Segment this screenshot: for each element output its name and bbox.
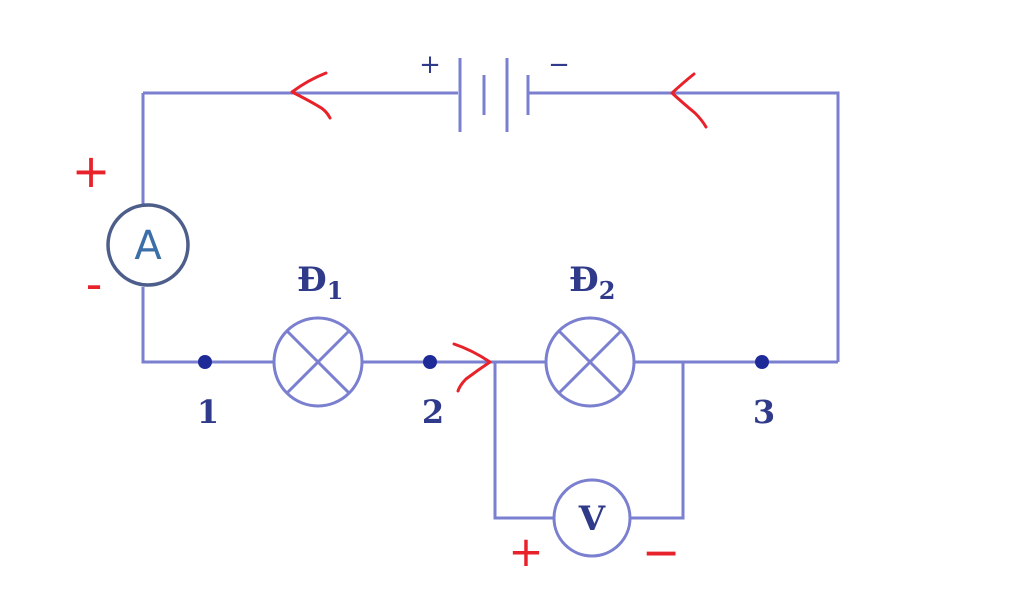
voltmeter-circle [552, 478, 632, 558]
ammeter-circle [106, 203, 190, 287]
voltmeter: V [552, 478, 632, 558]
lamp-2-label: Đ2 [569, 260, 615, 305]
current-arrow-top-right [670, 72, 708, 129]
voltmeter-minus-annotation: − [642, 525, 681, 579]
current-arrow-top-left [290, 71, 332, 120]
lamp-1: Đ1 [272, 260, 364, 408]
wire-voltmeter-branch-left [493, 362, 554, 520]
nodes: 1 2 3 [197, 355, 775, 431]
lamp-2: Đ2 [544, 260, 636, 408]
wire-voltmeter-branch-right [630, 362, 685, 520]
handwritten-annotations: + - + − [72, 71, 708, 579]
wire-left-lower [141, 287, 275, 364]
wire-top-right [528, 91, 840, 362]
node-3-dot [755, 355, 769, 369]
current-arrow-middle [452, 342, 492, 393]
node-1-label: 1 [197, 393, 219, 431]
voltmeter-letter: V [578, 499, 606, 539]
battery-minus-label: − [548, 50, 570, 80]
node-2-label: 2 [422, 393, 444, 431]
lamp-2-cross-b [557, 329, 623, 395]
ammeter-minus-annotation: - [86, 257, 103, 311]
lamp-1-cross-b [285, 329, 351, 395]
lamp-1-label: Đ1 [297, 260, 343, 305]
voltmeter-plus-annotation: + [508, 527, 543, 576]
node-1-dot [198, 355, 212, 369]
node-3-label: 3 [753, 393, 775, 431]
ammeter: A [106, 203, 190, 287]
battery-plus-label: + [419, 50, 441, 80]
battery: + − [419, 50, 570, 132]
node-2-dot [423, 355, 437, 369]
ammeter-plus-annotation: + [72, 144, 111, 198]
circuit-wires [141, 91, 840, 520]
ammeter-letter: A [134, 223, 162, 269]
